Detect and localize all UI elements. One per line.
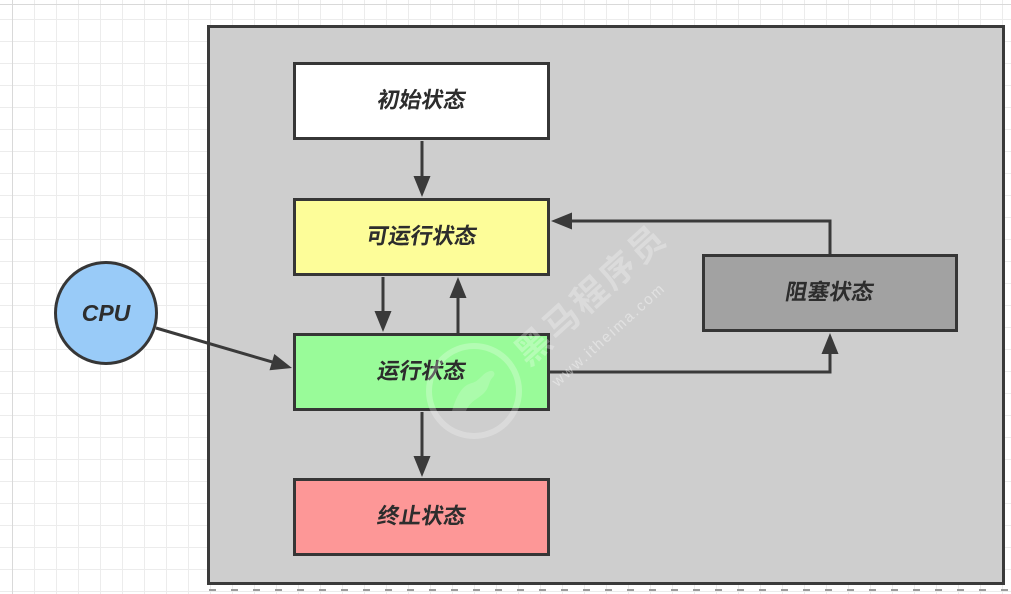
node-initial-state: [293, 62, 550, 140]
node-runnable-state: [293, 198, 550, 276]
board-bottom-dashes: [209, 589, 1011, 591]
node-cpu: CPU: [54, 261, 158, 365]
node-blocked-label: [784, 280, 876, 305]
node-runnable-label: [365, 224, 479, 249]
node-running-label: [376, 359, 468, 384]
node-cpu-label: CPU: [81, 299, 131, 326]
node-running-state: [293, 333, 550, 411]
node-terminated-state: [293, 478, 550, 556]
page-boundary-horizontal: [0, 4, 1011, 5]
node-blocked-state: [702, 254, 958, 332]
node-terminated-label: [376, 504, 468, 529]
node-initial-label: [376, 88, 468, 113]
page-boundary-vertical: [12, 0, 13, 594]
